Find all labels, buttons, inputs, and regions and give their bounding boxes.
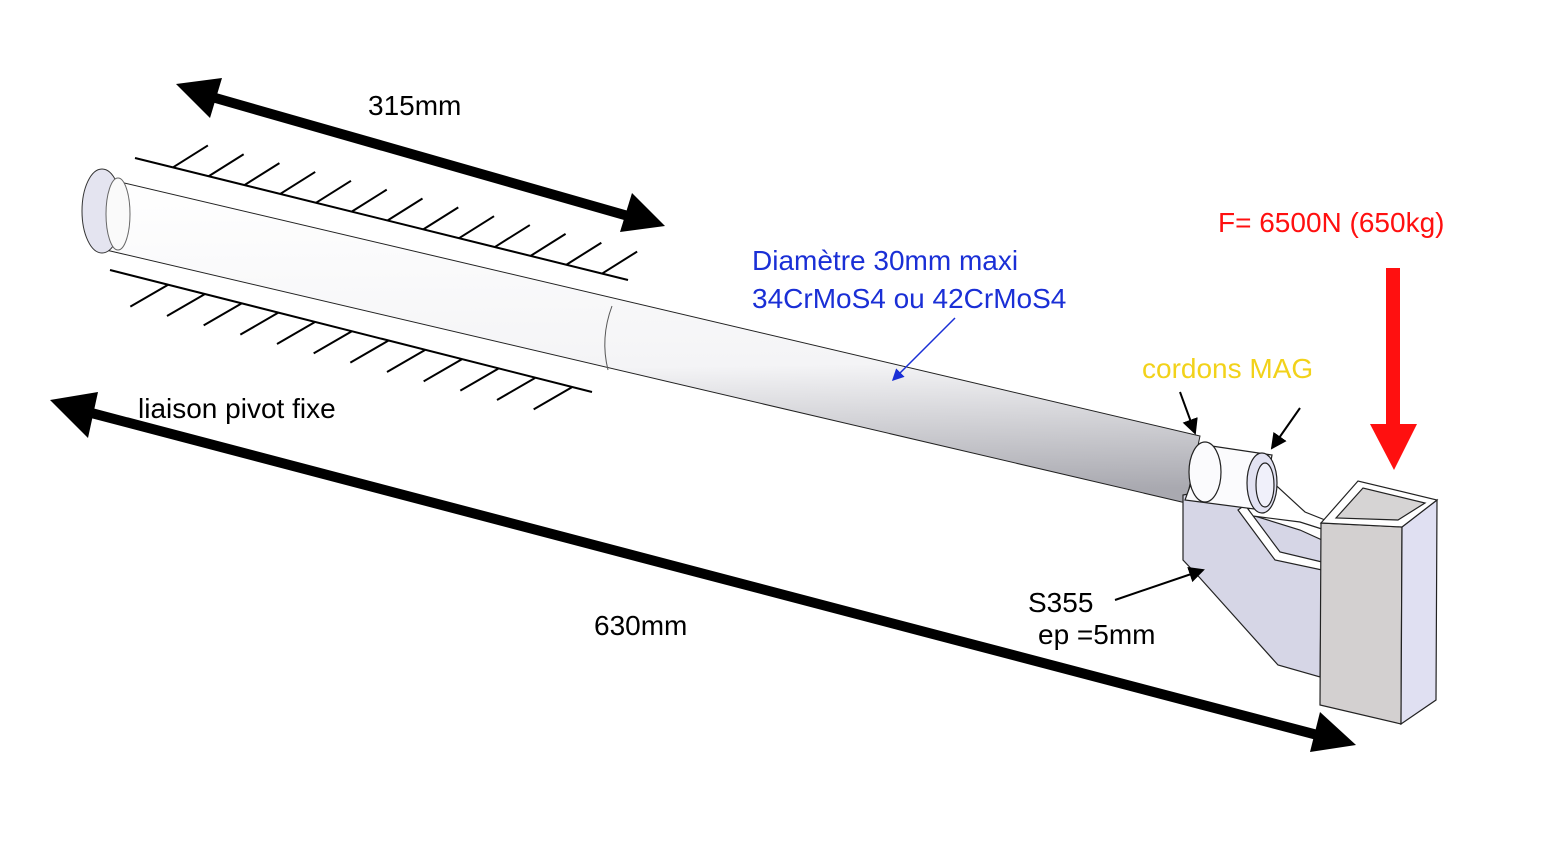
- weld-leader-2: [1270, 407, 1301, 450]
- support-label: liaison pivot fixe: [138, 393, 336, 424]
- hatch-stroke: [530, 233, 567, 257]
- hatch-stroke: [459, 367, 499, 392]
- hatch-stroke: [166, 293, 206, 317]
- hatch-stroke: [494, 224, 531, 248]
- hatch-stroke: [313, 330, 353, 355]
- hatch-stroke: [565, 241, 602, 266]
- hatch-stroke: [243, 162, 280, 186]
- hatch-stroke: [276, 321, 316, 345]
- force-arrow: [1370, 268, 1417, 470]
- force-label: F= 6500N (650kg): [1218, 207, 1444, 238]
- plate-thickness-label: ep =5mm: [1038, 619, 1156, 650]
- hatch-stroke: [129, 283, 169, 308]
- hatch-stroke: [533, 386, 573, 411]
- hatch-stroke: [601, 250, 638, 275]
- dimension-315mm-label: 315mm: [368, 90, 461, 121]
- hatch-stroke: [172, 144, 209, 169]
- bracket-assembly: [1182, 441, 1439, 726]
- dimension-630mm-label: 630mm: [594, 610, 687, 641]
- hatch-stroke: [279, 171, 316, 195]
- welds-label: cordons MAG: [1142, 353, 1313, 384]
- square-tube-side: [1400, 498, 1438, 726]
- dimension-arrow-630mm: [50, 392, 1356, 752]
- shaft-spec-leader: [891, 317, 956, 382]
- dimension-arrow-315mm: [176, 78, 665, 232]
- hatch-stroke: [349, 339, 389, 364]
- fixed-support-hatching: [109, 144, 638, 411]
- hatch-stroke: [239, 311, 279, 336]
- hatch-stroke: [386, 349, 426, 373]
- shaft-diameter-label: Diamètre 30mm maxi: [752, 245, 1018, 276]
- shaft-material-label: 34CrMoS4 ou 42CrMoS4: [752, 283, 1066, 314]
- hatch-stroke: [208, 153, 245, 178]
- hatch-stroke: [351, 188, 388, 213]
- weld-leader-1: [1179, 391, 1198, 435]
- hatch-stroke: [422, 206, 459, 231]
- hatch-stroke: [458, 215, 495, 240]
- hatch-stroke: [423, 358, 463, 383]
- hatch-stroke: [315, 179, 352, 204]
- hatch-stroke: [496, 377, 536, 401]
- hatch-stroke: [386, 197, 424, 222]
- plate-material-label: S355: [1028, 587, 1093, 618]
- plate-leader: [1114, 566, 1205, 601]
- hatch-stroke: [203, 302, 243, 327]
- square-tube-front: [1319, 522, 1403, 725]
